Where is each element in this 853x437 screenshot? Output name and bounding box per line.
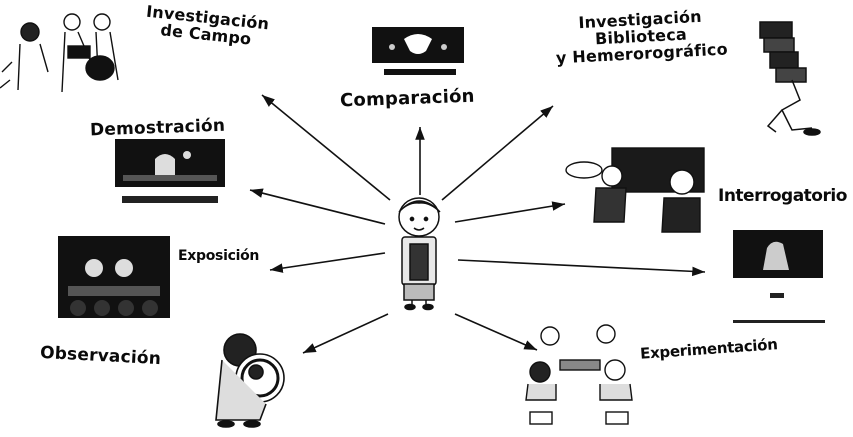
comparison-base-bar <box>384 69 456 75</box>
interrogatorio-caption-bar <box>770 293 784 298</box>
demonstration-board-icon <box>115 139 225 187</box>
interrogatorio-screen-icon <box>733 230 823 278</box>
arrow-to-exposicion <box>269 252 386 273</box>
arrow-to-investigacion-biblioteca <box>441 105 554 201</box>
interrogatorio-base-line <box>733 320 825 323</box>
arrow-to-demostracion <box>249 188 386 225</box>
label-exposicion: Exposición <box>178 248 260 264</box>
arrow-to-investigacion-campo <box>261 94 391 201</box>
exposition-stage-icon <box>58 236 170 318</box>
label-investigacion-biblioteca: Investigación Biblioteca y Hemerorográfi… <box>554 7 728 67</box>
arrow-to-experimentacion <box>454 313 538 351</box>
arrow-to-interrogatorio-screen <box>457 259 706 277</box>
comparison-screen-icon <box>372 27 464 63</box>
demonstration-base-bar <box>122 196 218 203</box>
arrow-to-observacion <box>302 313 389 354</box>
arrow-to-interrogatorio <box>454 201 566 223</box>
label-interrogatorio: Interrogatorio <box>718 186 847 206</box>
